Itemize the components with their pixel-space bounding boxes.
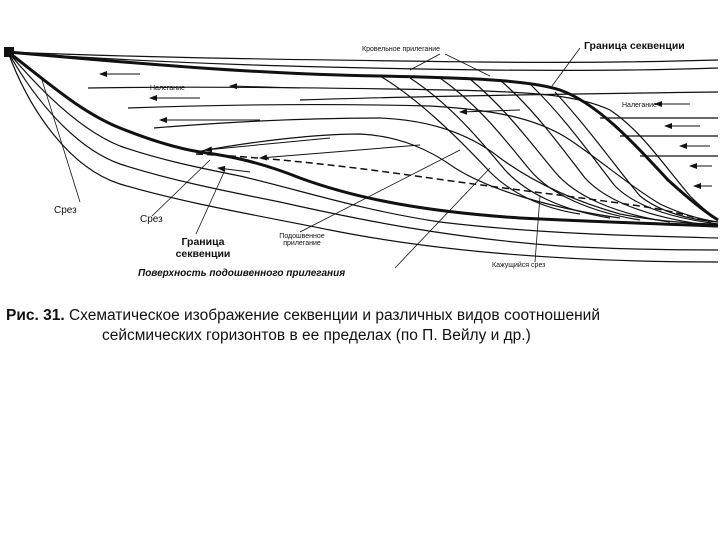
leader-line	[41, 79, 81, 203]
sequence-boundary-bottom-line1: Граница	[181, 236, 225, 248]
leader-line	[151, 159, 211, 217]
truncation-label-1: Срез	[54, 205, 77, 216]
leader-line	[534, 195, 541, 263]
onlap-right-label: Налегание	[622, 102, 657, 109]
leader-line	[409, 53, 441, 71]
leader-line	[299, 149, 461, 233]
clinoform	[469, 78, 671, 223]
caption-line2: сейсмических горизонтов в ее пределах (п…	[102, 327, 531, 344]
sequence-boundary-bottom-label: Граница секвенции	[168, 236, 238, 260]
onlap-arrow	[229, 83, 301, 90]
leader-lines	[41, 47, 581, 269]
downlap-line2: прилегание	[283, 240, 321, 247]
apex-marker	[4, 47, 14, 57]
onlap-left-label: Налегание	[150, 85, 185, 92]
clinoform	[379, 75, 581, 215]
apparent-truncation-label: Кажущийся срез	[492, 262, 546, 269]
onlap-arrow	[259, 144, 421, 161]
leader-line	[551, 47, 581, 87]
onlap-arrow	[217, 165, 251, 173]
figure-caption: Рис. 31. Схематическое изображение секве…	[6, 306, 718, 346]
downlap-line1: Подошвенное	[279, 233, 325, 240]
leader-line	[444, 53, 491, 77]
leader-line	[195, 169, 226, 235]
upper-strata-line	[299, 91, 719, 101]
leader-line	[394, 167, 491, 269]
onlap-reflector	[153, 117, 719, 225]
upper-sequence-boundary	[7, 50, 719, 222]
downlap-surface-line	[195, 153, 719, 227]
downlap-label: Подошвенное прилегание	[262, 233, 342, 247]
caption-number: Рис. 31.	[6, 307, 65, 324]
lower-sequence-boundary	[7, 50, 719, 228]
caption-line1: Схематическое изображение секвенции и ра…	[68, 307, 600, 324]
lower-strata-line	[7, 51, 719, 251]
lower-strata-line	[7, 51, 719, 263]
downlap-surface-label: Поверхность подошвенного прилегания	[138, 268, 346, 279]
onlap-arrow	[459, 108, 521, 115]
onlap-reflector	[127, 104, 719, 223]
clinoform	[409, 77, 611, 219]
seismic-horizons	[7, 50, 719, 263]
sequence-diagram: Кровельное прилегание Граница секвенции …	[4, 40, 719, 279]
sequence-boundary-bottom-line2: секвенции	[175, 248, 231, 260]
clinoform	[554, 91, 719, 223]
onlap-arrows	[99, 71, 712, 189]
clinoform	[529, 83, 719, 225]
lower-strata-line	[7, 51, 719, 239]
upper-strata-line	[7, 51, 719, 63]
onlap-arrow	[204, 137, 331, 153]
truncation-label-2: Срез	[140, 214, 163, 225]
onlap-reflector	[195, 133, 621, 219]
clinoform	[499, 79, 701, 225]
sequence-diagram-svg	[4, 47, 719, 269]
clinoform	[439, 77, 641, 221]
sequence-boundary-top-label: Граница секвенции	[584, 40, 685, 52]
upper-strata-line	[7, 51, 719, 71]
roof-onlap-label: Кровельное прилегание	[362, 46, 441, 53]
